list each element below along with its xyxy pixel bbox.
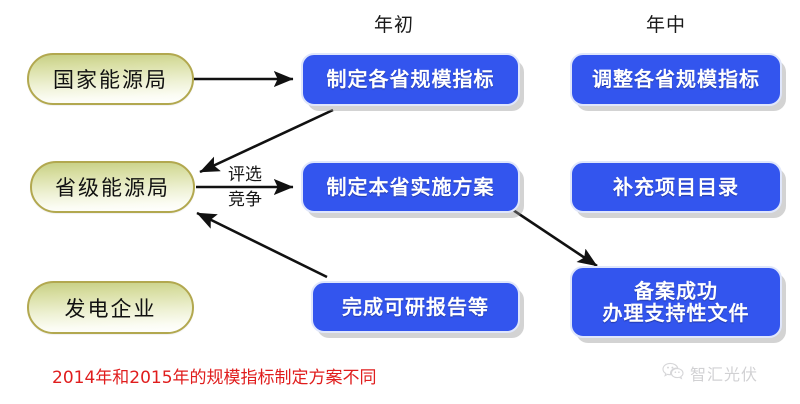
process-set-provincial-quota[interactable]: 制定各省规模指标 — [301, 53, 520, 106]
footnote-caption: 2014年和2015年的规模指标制定方案不同 — [52, 368, 377, 388]
process-label: 制定各省规模指标 — [326, 67, 495, 92]
edge-label-line2: 竞争 — [228, 189, 262, 210]
arrow-feasibility-report-to-provincial-bureau — [196, 211, 328, 279]
wechat-icon — [662, 362, 684, 384]
watermark-text: 智汇光伏 — [690, 365, 759, 384]
column-header-year-start: 年初 — [374, 14, 415, 36]
process-filing-success-support-documents[interactable]: 备案成功 办理支持性文件 — [570, 266, 782, 338]
process-adjust-provincial-quota[interactable]: 调整各省规模指标 — [570, 53, 782, 106]
actor-label: 发电企业 — [64, 296, 157, 321]
edge-label-selection-competition: 评选 竞争 — [228, 163, 262, 212]
actor-power-generation-enterprise[interactable]: 发电企业 — [27, 281, 194, 334]
actor-national-energy-administration[interactable]: 国家能源局 — [27, 53, 194, 105]
process-label: 完成可研报告等 — [342, 294, 489, 319]
process-supplementary-project-catalog[interactable]: 补充项目目录 — [570, 161, 782, 213]
actor-label: 省级能源局 — [55, 176, 170, 200]
edge-label-line1: 评选 — [228, 165, 262, 185]
process-label-line1: 备案成功 — [634, 278, 718, 303]
arrow-provincial-plan-to-filing-success — [512, 208, 598, 268]
process-formulate-provincial-plan[interactable]: 制定本省实施方案 — [301, 161, 520, 213]
column-header-mid-year: 年中 — [646, 14, 687, 36]
actor-provincial-energy-bureau[interactable]: 省级能源局 — [30, 161, 195, 213]
process-complete-feasibility-report[interactable]: 完成可研报告等 — [311, 281, 520, 333]
process-label-multiline: 备案成功 办理支持性文件 — [602, 278, 750, 325]
process-label-line2: 办理支持性文件 — [602, 301, 750, 325]
process-label: 补充项目目录 — [613, 174, 739, 199]
watermark: 智汇光伏 — [662, 361, 758, 385]
actor-label: 国家能源局 — [53, 68, 168, 92]
process-label: 调整各省规模指标 — [592, 67, 760, 92]
process-label: 制定本省实施方案 — [326, 174, 495, 199]
